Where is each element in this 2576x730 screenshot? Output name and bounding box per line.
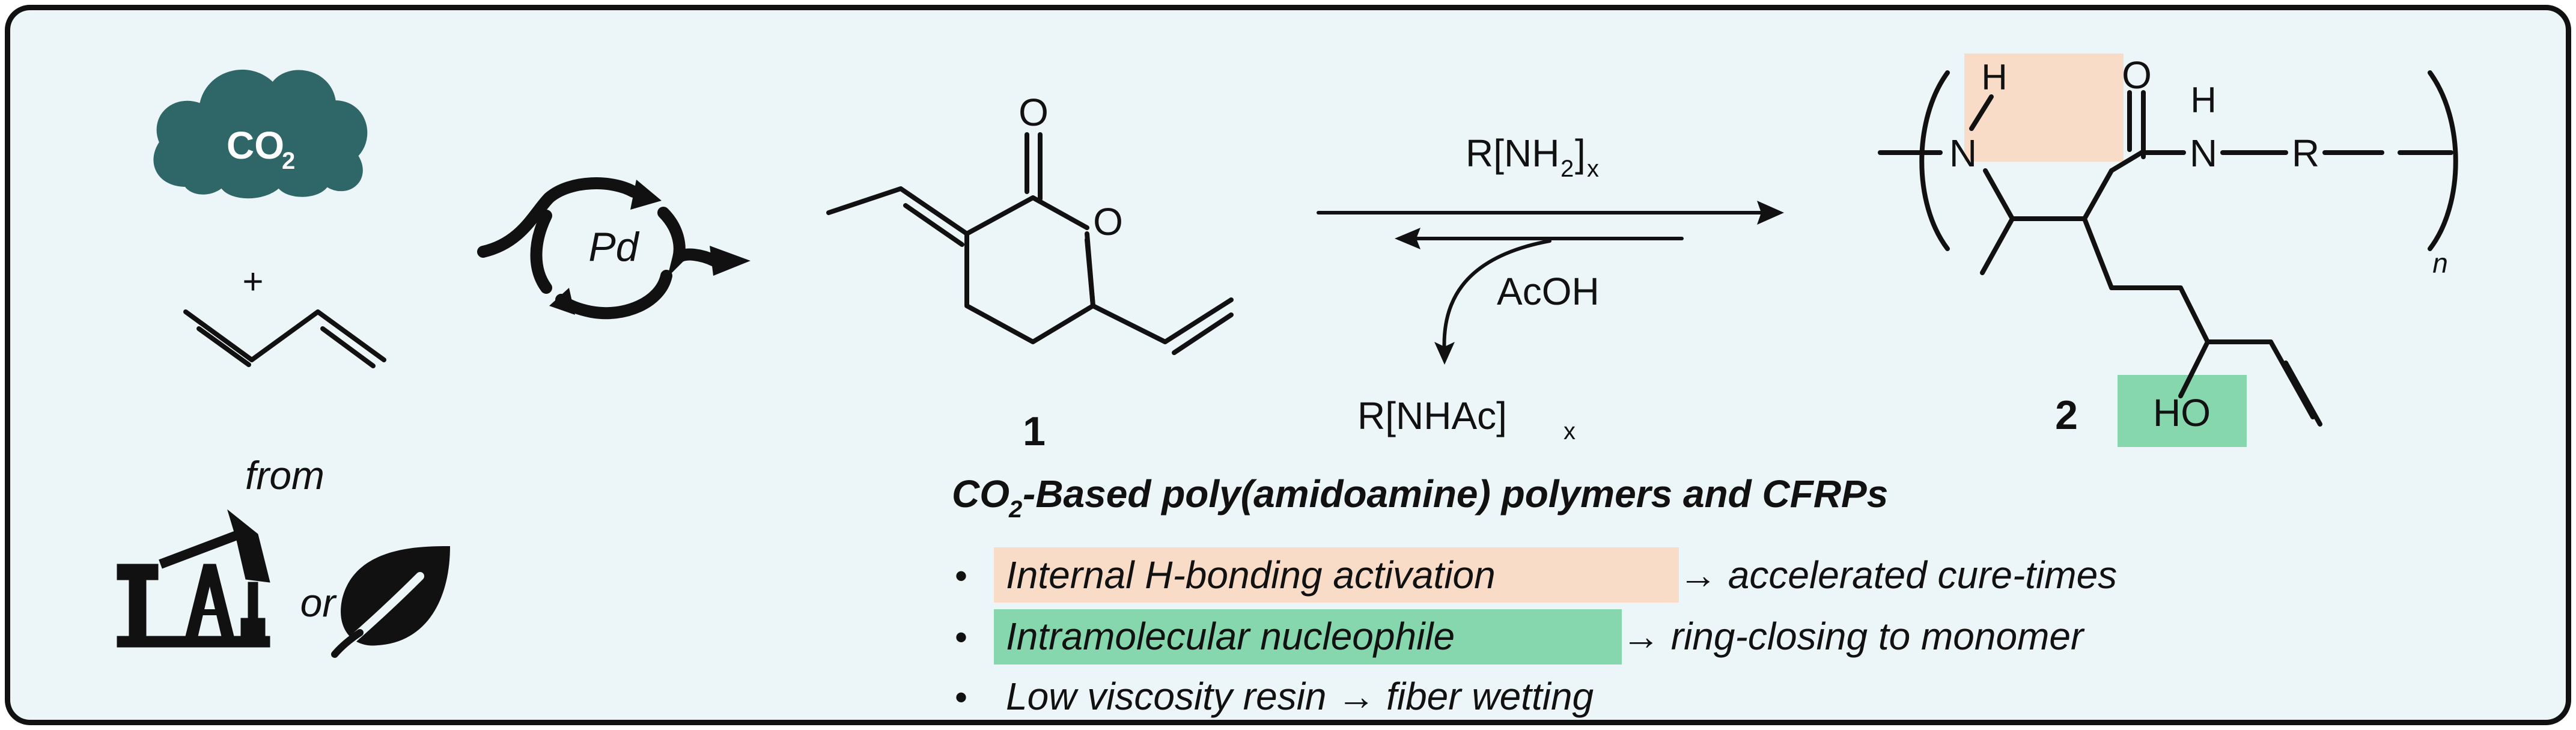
svg-text:x: x xyxy=(1564,418,1576,445)
leaf-icon xyxy=(331,546,450,658)
butadiene-structure xyxy=(183,309,386,368)
compound-2-n-right: N xyxy=(2190,132,2217,175)
byproduct-label: R[NHAc] x xyxy=(1357,394,1576,445)
svg-text:]: ] xyxy=(1575,132,1586,175)
forward-reagent-label: R[NH 2 ] x xyxy=(1466,132,1599,182)
compound-2-carbonyl-o: O xyxy=(2122,53,2152,97)
pd-catalytic-cycle: Pd xyxy=(477,177,751,320)
reaction-scheme: CO 2 + from or xyxy=(117,53,2458,718)
compound-2-number: 2 xyxy=(2055,392,2078,438)
summary-bullet-2: • Intramolecular nucleophile → ring-clos… xyxy=(955,609,2085,665)
reverse-reagent-label: AcOH xyxy=(1497,270,1600,313)
svg-text:-Based poly(amidoamine) polyme: -Based poly(amidoamine) polymers and CFR… xyxy=(1023,472,1888,516)
summary-bullet-3: • Low viscosity resin → fiber wetting xyxy=(955,675,1594,718)
summary-title: CO 2 -Based poly(amidoamine) polymers an… xyxy=(952,472,1888,523)
svg-text:2: 2 xyxy=(1561,156,1574,182)
nucleophile-highlight-box xyxy=(2118,375,2247,447)
compound-2-ho: HO xyxy=(2153,391,2211,434)
hbond-highlight-box xyxy=(1964,53,2124,162)
compound-2-h-left: H xyxy=(1981,57,2007,97)
svg-text:2: 2 xyxy=(1008,496,1022,523)
plus-sign: + xyxy=(242,261,263,302)
compound-2-structure: H N O H N R n HO 2 xyxy=(1878,53,2458,447)
scheme-frame: CO 2 + from or xyxy=(5,5,2571,725)
svg-text:R[NHAc]: R[NHAc] xyxy=(1357,394,1507,437)
svg-text:→ ring-closing to monomer: → ring-closing to monomer xyxy=(1622,615,2085,658)
compound-2-h-right: H xyxy=(2190,80,2216,120)
svg-text:x: x xyxy=(1587,156,1599,182)
compound-1-structure: O O 1 xyxy=(826,91,1234,454)
compound-1-carbonyl-o: O xyxy=(1019,91,1049,134)
source-or-label: or xyxy=(300,580,338,625)
svg-text:R[NH: R[NH xyxy=(1466,132,1559,175)
svg-text:Low viscosity resin → fiber we: Low viscosity resin → fiber wetting xyxy=(1006,675,1594,718)
svg-text:•: • xyxy=(955,617,967,657)
summary-bullet-1: • Internal H-bonding activation → accele… xyxy=(955,547,2117,603)
svg-text:Internal H-bonding activation: Internal H-bonding activation xyxy=(1006,553,1496,597)
compound-2-repeat-n: n xyxy=(2432,248,2448,279)
source-from-label: from xyxy=(245,453,324,497)
cloud-label: CO xyxy=(227,124,284,167)
reaction-arrows xyxy=(1317,201,1784,365)
svg-text:→ accelerated cure-times: → accelerated cure-times xyxy=(1679,553,2117,597)
cloud-subscript: 2 xyxy=(282,148,295,174)
compound-2-r-group: R xyxy=(2292,132,2319,175)
svg-text:•: • xyxy=(955,556,967,596)
oil-pump-icon xyxy=(117,509,270,648)
svg-text:CO: CO xyxy=(952,472,1009,516)
catalyst-label: Pd xyxy=(588,224,639,270)
svg-text:•: • xyxy=(955,677,967,717)
compound-1-number: 1 xyxy=(1023,409,1046,454)
compound-2-n-left: N xyxy=(1949,132,1977,175)
compound-1-ring-o: O xyxy=(1093,200,1123,243)
svg-text:Intramolecular nucleophile: Intramolecular nucleophile xyxy=(1006,615,1455,658)
co2-cloud-icon: CO 2 xyxy=(153,69,368,199)
